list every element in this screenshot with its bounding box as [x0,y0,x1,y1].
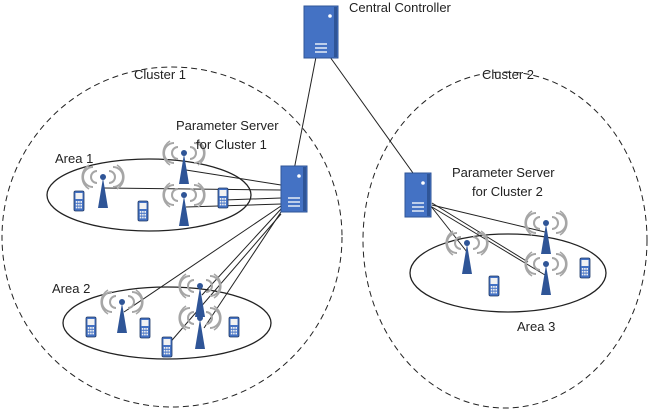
link-ps1-to-a1-phone [223,197,282,201]
icons-layer [73,5,591,358]
area1-tower2-icon [162,140,206,184]
central-controller-server-icon [303,5,339,59]
area3-label: Area 3 [517,319,555,334]
area2-tower1-icon [100,289,144,333]
link-ps2-to-a3-tower1 [429,204,468,253]
ps2-server-icon [404,172,432,218]
area1-phone3-icon [217,187,229,209]
area2-boundary [62,286,272,360]
area2-phone3-icon [161,336,173,358]
ps1-label-line2: for Cluster 1 [196,137,267,152]
area2-phone4-icon [228,316,240,338]
area1-tower3-icon [162,182,206,226]
link-ps1-to-a1-tower1 [185,169,282,186]
area2-phone2-icon [139,317,151,339]
area1-tower1-icon [81,164,125,208]
link-ps1-to-a2-tower1 [123,205,282,313]
connection-lines [102,56,546,347]
area1-phone1-icon [73,190,85,212]
ps1-label-line1: Parameter Server [176,118,279,133]
area1-boundary [46,158,252,232]
area3-boundary [409,233,607,313]
link-ps1-to-a2-tower2 [201,208,282,296]
area2-tower2-icon [178,273,222,317]
ps2-label-line2: for Cluster 2 [472,184,543,199]
cluster2-label: Cluster 2 [482,67,534,82]
central-controller-label: Central Controller [349,0,452,15]
area2-phone1-icon [85,316,97,338]
ps1-server-icon [280,165,308,213]
area2-label: Area 2 [52,281,90,296]
cluster1-label: Cluster 1 [134,67,186,82]
area1-label: Area 1 [55,151,93,166]
area3-phone2-icon [579,257,591,279]
area1-phone2-icon [137,200,149,222]
area3-phone1-icon [488,275,500,297]
cluster1-boundary [1,66,343,408]
cluster2-boundary [362,71,648,409]
area3-tower3-icon [524,251,568,295]
link-ps1-to-a1-tower3 [185,203,282,208]
link-ps1-to-a2-phone [166,213,282,347]
area2-tower3-icon [178,305,222,349]
link-cc-to-ps1 [293,56,317,171]
link-cc-to-ps2 [329,56,419,181]
area3-tower2-icon [524,210,568,254]
ps2-label-line1: Parameter Server [452,165,555,180]
area3-tower1-icon [445,230,489,274]
